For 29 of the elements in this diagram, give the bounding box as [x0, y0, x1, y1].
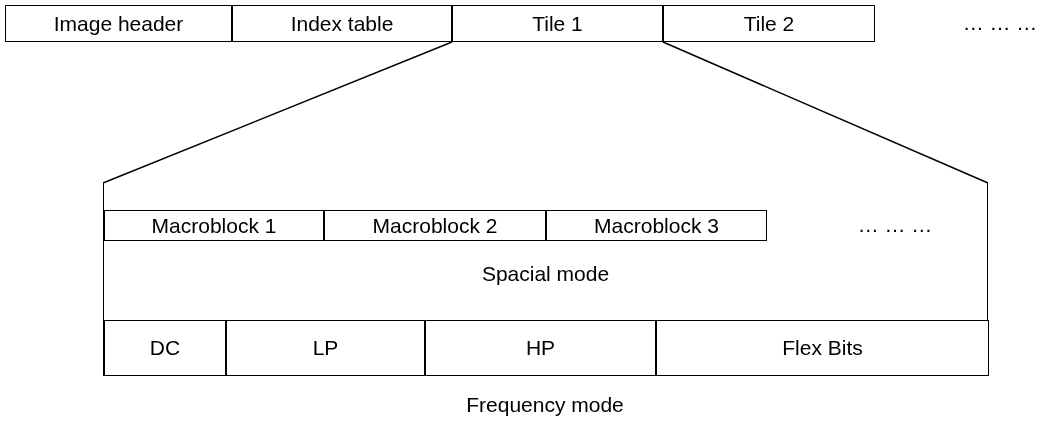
- mode-label: Spacial mode: [480, 262, 611, 286]
- segment-box: [656, 320, 989, 376]
- segment-box: [232, 5, 452, 42]
- segment-label: Tile 2: [742, 11, 796, 36]
- segment-label: LP: [311, 336, 340, 360]
- segment-box: [5, 5, 232, 42]
- segment-box: [546, 210, 767, 241]
- segment-label: HP: [524, 336, 557, 360]
- segment-label: Flex Bits: [781, 336, 864, 360]
- segment-box: [452, 5, 663, 42]
- segment-label: Index table: [289, 11, 395, 36]
- segment-label: DC: [148, 336, 182, 360]
- segment-box: [663, 5, 875, 42]
- zoom-line: [662, 41, 989, 184]
- segment-label: Macroblock 2: [371, 213, 499, 238]
- segment-label: Macroblock 1: [150, 213, 278, 238]
- segment-label: Image header: [52, 11, 185, 36]
- ellipsis: … … …: [857, 213, 933, 237]
- mode-label: Frequency mode: [466, 393, 624, 417]
- segment-box: [104, 320, 226, 376]
- ellipsis: … … …: [962, 11, 1038, 35]
- zoom-line: [102, 41, 453, 184]
- expanded-tile-panel: [103, 183, 988, 376]
- segment-box: [324, 210, 546, 241]
- segment-box: [425, 320, 656, 376]
- segment-label: Macroblock 3: [593, 213, 720, 238]
- segment-box: [104, 210, 324, 241]
- segment-label: Tile 1: [531, 11, 584, 36]
- segment-box: [226, 320, 425, 376]
